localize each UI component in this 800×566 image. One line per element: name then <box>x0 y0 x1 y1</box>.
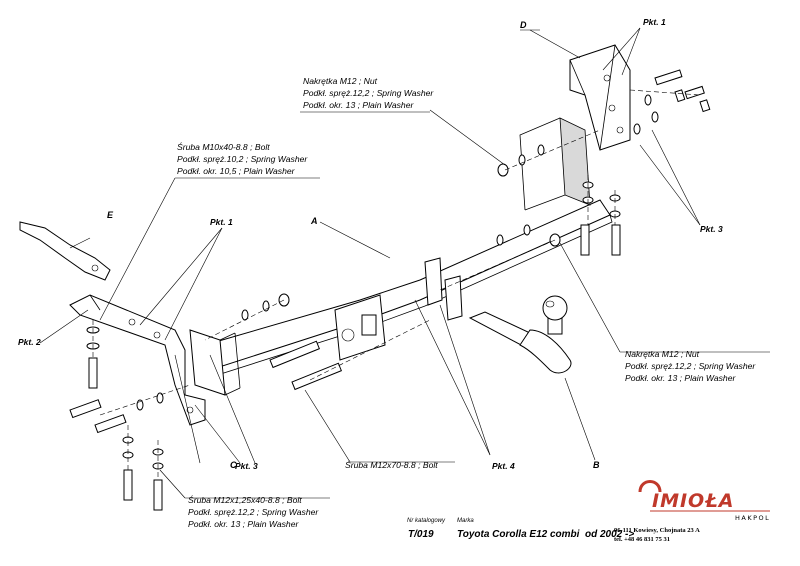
label-nut-right-line-1: Nakrętka M12 ; Nut <box>625 349 700 359</box>
vehicle-from-year: od 2002 -> <box>585 529 634 540</box>
pkt4: Pkt. 4 <box>492 461 515 471</box>
label-bolt-left-line-2: Podkł. spręż.10,2 ; Spring Washer <box>177 154 308 164</box>
brand-caption: Marka <box>457 518 474 524</box>
assembly-axes <box>92 89 701 480</box>
letter-d: D <box>520 20 527 30</box>
label-bolt-bottom-line-1: Śruba M12x1,25x40-8.8 ; Bolt <box>188 494 302 505</box>
company-phone: tel. +48 46 831 75 31 <box>614 536 670 543</box>
label-bolt-bottom-line-3: Podkł. okr. 13 ; Plain Washer <box>188 519 299 529</box>
logo-hook-icon <box>638 480 662 493</box>
leader-lines <box>39 27 770 499</box>
title-block: Nr katalogowy Marka T/019 Toyota Corolla… <box>407 518 634 540</box>
label-bolt-left-line-3: Podkł. okr. 10,5 ; Plain Washer <box>177 166 296 176</box>
label-bolt-bottom-line-2: Podkł. spręż.12,2 ; Spring Washer <box>188 507 319 517</box>
letter-b: B <box>593 460 600 470</box>
letter-c: C <box>230 460 237 470</box>
company-sub: HAKPOL <box>735 514 770 522</box>
label-nut-top-line-3: Podkł. okr. 13 ; Plain Washer <box>303 100 414 110</box>
pkt1-top: Pkt. 1 <box>643 17 666 27</box>
label-bolt-left: Śruba M10x40-8.8 ; Bolt Podkł. spręż.10,… <box>177 141 308 176</box>
pkt2: Pkt. 2 <box>18 337 41 347</box>
letter-a: A <box>310 216 318 226</box>
label-nut-right: Nakrętka M12 ; Nut Podkł. spręż.12,2 ; S… <box>625 349 756 383</box>
pkt3-right: Pkt. 3 <box>700 224 723 234</box>
fasteners <box>69 69 711 511</box>
catalog-number: T/019 <box>408 529 434 540</box>
label-nut-top: Nakrętka M12 ; Nut Podkł. spręż.12,2 ; S… <box>303 76 434 110</box>
letter-e: E <box>107 210 114 220</box>
bracket-d <box>569 44 631 151</box>
strap-e <box>19 221 111 281</box>
tow-ball-b <box>468 295 572 374</box>
bracket-c <box>69 294 206 426</box>
label-bolt-left-line-1: Śruba M10x40-8.8 ; Bolt <box>177 141 270 152</box>
vehicle-model: Toyota Corolla E12 combi <box>457 529 580 540</box>
crossbar-a <box>189 117 613 396</box>
label-nut-right-line-2: Podkł. spręż.12,2 ; Spring Washer <box>625 361 756 371</box>
label-bolt-bottom: Śruba M12x1,25x40-8.8 ; Bolt Podkł. sprę… <box>188 494 319 529</box>
company-name: IMIOŁA <box>652 490 734 512</box>
label-nut-right-line-3: Podkł. okr. 13 ; Plain Washer <box>625 373 736 383</box>
label-bolt-center: Śruba M12x70-8.8 ; Bolt <box>345 459 438 470</box>
pkt3-bottom: Pkt. 3 <box>235 461 258 471</box>
label-nut-top-line-2: Podkł. spręż.12,2 ; Spring Washer <box>303 88 434 98</box>
label-nut-top-line-1: Nakrętka M12 ; Nut <box>303 76 378 86</box>
company-logo: IMIOŁA HAKPOL 96-111 Kowiesy, Chojnata 2… <box>614 480 770 543</box>
company-address: 96-111 Kowiesy, Chojnata 23 A <box>614 527 700 534</box>
pkt1-left: Pkt. 1 <box>210 217 233 227</box>
catalog-caption: Nr katalogowy <box>407 518 446 524</box>
